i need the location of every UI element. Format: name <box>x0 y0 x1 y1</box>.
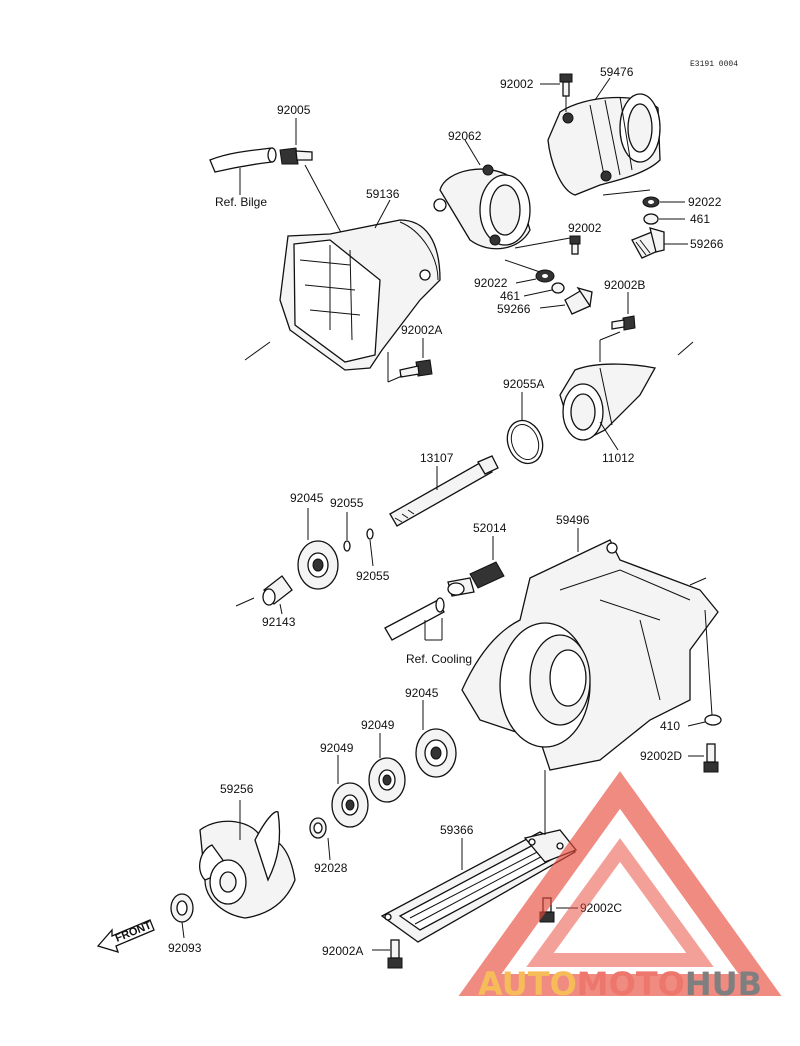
part-92002A-bolt-bottom <box>387 939 403 969</box>
label-ref-bilge: Ref. Bilge <box>215 195 267 209</box>
label-92022-left: 92022 <box>474 276 508 290</box>
part-92005-nipple <box>279 147 313 165</box>
part-92028-collar <box>309 817 327 839</box>
part-59136-pump-housing <box>279 219 441 371</box>
part-11012-nozzle <box>559 363 657 441</box>
label-59266-left: 59266 <box>497 302 531 316</box>
label-92055A: 92055A <box>503 377 544 391</box>
label-92005: 92005 <box>277 103 311 117</box>
label-92055-b: 92055 <box>356 569 390 583</box>
label-92002-mid: 92002 <box>568 221 602 235</box>
part-461-nut-left <box>551 282 565 294</box>
label-461-left-text: 461 <box>500 289 520 303</box>
watermark-triangle <box>458 771 782 996</box>
part-92143-collar <box>262 575 293 606</box>
label-ref-cooling: Ref. Cooling <box>406 652 472 666</box>
part-92093-cap <box>170 893 194 923</box>
label-92002-top: 92002 <box>500 77 534 91</box>
part-92045-bearing-mid <box>415 728 457 778</box>
part-92055-circlip-b <box>366 528 374 540</box>
watermark-auto: AUTOMOTOHUB <box>478 965 762 1003</box>
part-92002D-bolt <box>703 743 719 773</box>
part-cooling-hose <box>384 597 445 641</box>
label-92049-b: 92049 <box>320 741 354 755</box>
part-92055-circlip-a <box>343 540 351 552</box>
part-59496-pump-case <box>461 539 719 771</box>
part-59266-fitting-right <box>631 227 665 259</box>
part-92002B-bolt <box>611 315 636 331</box>
label-92002A-top: 92002A <box>401 323 442 337</box>
label-92028: 92028 <box>314 861 348 875</box>
label-92022-right: 92022 <box>688 195 722 209</box>
label-59266-right: 59266 <box>690 237 724 251</box>
diagram-code: E3191 0004 <box>690 60 738 69</box>
label-92143: 92143 <box>262 615 296 629</box>
label-59366: 59366 <box>440 823 474 837</box>
part-410-washer <box>704 714 722 726</box>
front-label: FRONT <box>114 919 154 944</box>
label-13107: 13107 <box>420 451 454 465</box>
part-92022-washer-left <box>535 269 555 283</box>
label-92062: 92062 <box>448 129 482 143</box>
part-59266-fitting-left <box>564 286 593 315</box>
part-92002A-bolt-top <box>399 359 433 378</box>
label-11012: 11012 <box>602 451 635 465</box>
part-92002-bolt-mid <box>569 235 581 255</box>
front-direction-arrow: FRONT <box>96 919 155 953</box>
part-92002-bolt-top <box>559 73 573 97</box>
label-92002B: 92002B <box>604 278 645 292</box>
label-92002A-bottom: 92002A <box>322 944 363 958</box>
label-59496: 59496 <box>556 513 590 527</box>
part-59476-coupler <box>547 93 661 196</box>
part-59256-impeller <box>199 810 296 919</box>
label-92045-mid: 92045 <box>405 686 439 700</box>
part-92062-clamp <box>433 164 531 250</box>
label-52014: 52014 <box>473 521 507 535</box>
part-461-nut-right <box>643 213 659 225</box>
label-92045-top: 92045 <box>290 491 324 505</box>
part-92049-seal-b <box>331 782 369 828</box>
part-52014-fitting <box>447 561 505 597</box>
label-59136: 59136 <box>366 187 400 201</box>
part-13107-drive-shaft <box>389 455 499 527</box>
part-92049-seal-a <box>368 757 406 803</box>
part-92055A-oring <box>506 419 544 465</box>
part-59366-ride-plate <box>380 829 578 943</box>
label-59256: 59256 <box>220 782 254 796</box>
label-410: 410 <box>660 719 680 733</box>
label-92002C: 92002C <box>580 901 622 915</box>
label-59476: 59476 <box>600 65 634 79</box>
part-92022-washer-right <box>642 196 660 208</box>
label-92049-a: 92049 <box>361 718 395 732</box>
label-92055-a: 92055 <box>330 496 364 510</box>
automotohub-watermark: AUTOMOTOHUB <box>458 771 782 1003</box>
label-92093: 92093 <box>168 941 202 955</box>
part-92045-bearing-top <box>297 540 339 590</box>
label-461-right: 461 <box>690 212 710 226</box>
label-92002D: 92002D <box>640 749 682 763</box>
part-bilge-hose <box>209 147 277 173</box>
